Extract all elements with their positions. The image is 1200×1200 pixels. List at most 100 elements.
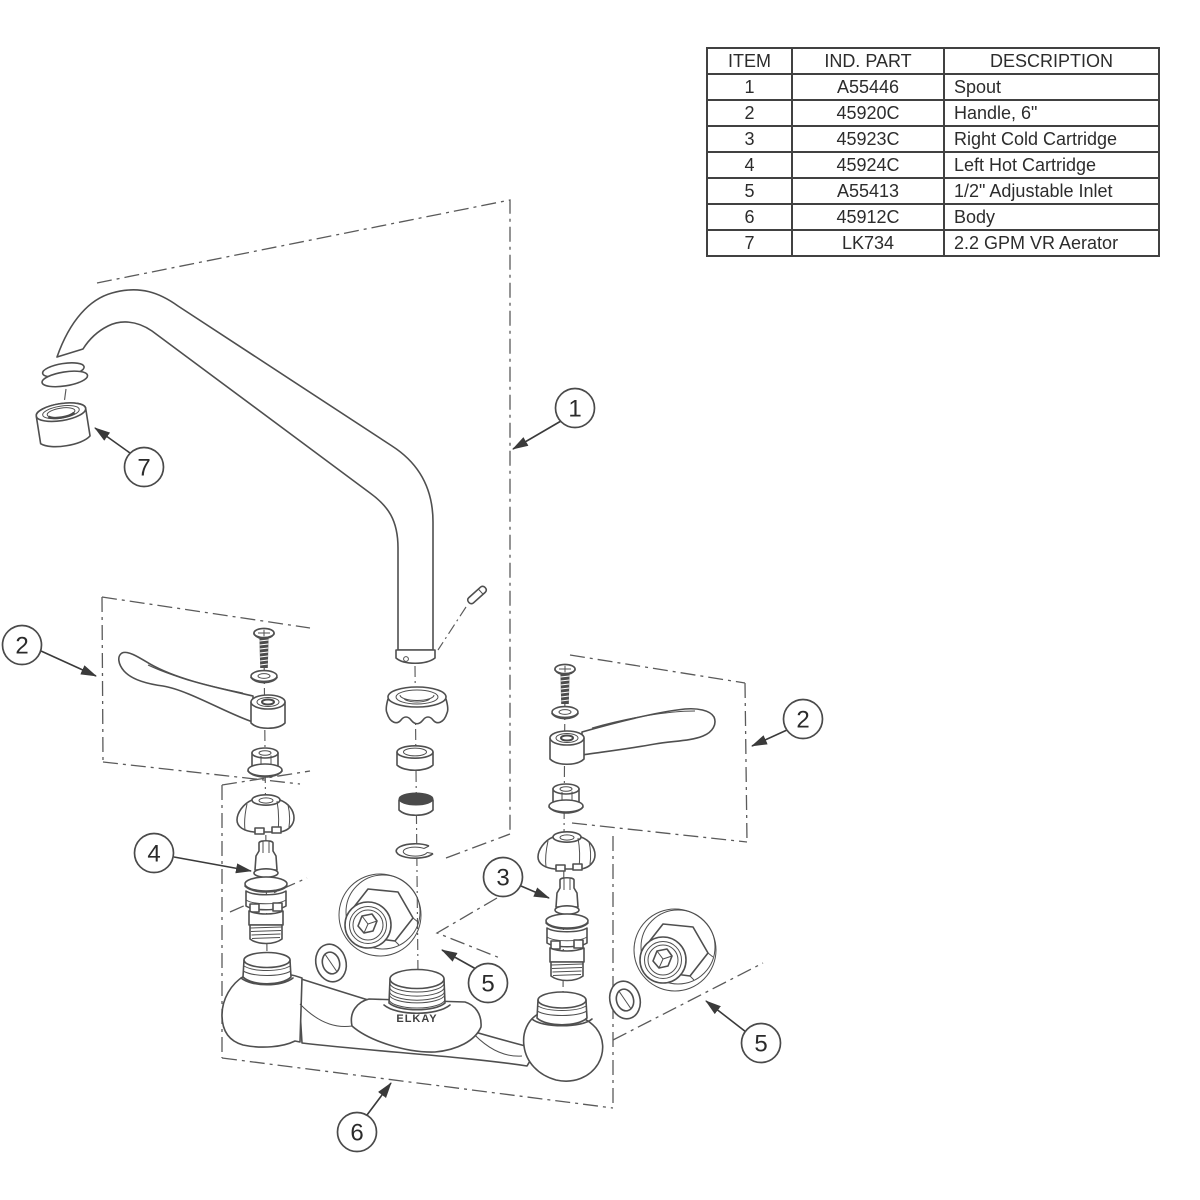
group-boundaries: [96, 199, 764, 1109]
spout-end-flange: [41, 362, 89, 388]
spout-collar-set-screw-hole: [403, 656, 409, 662]
right-adjustable-inlet: [633, 908, 717, 992]
leader-line-5-center: [441, 949, 477, 970]
right-inlet-washer: [604, 976, 646, 1024]
svg-text:2: 2: [15, 633, 28, 660]
spout-seal-ring: [398, 792, 434, 817]
faucet-body: ELKAY: [221, 951, 604, 1082]
item-cell: 7: [706, 229, 793, 257]
description-cell: Right Cold Cartridge: [943, 125, 1160, 153]
callout-badge-5: 5: [740, 1022, 782, 1064]
left-handle-group: [118, 627, 286, 778]
item-cell: 5: [706, 177, 793, 205]
part-number-cell: A55413: [791, 177, 945, 205]
part-number-cell: LK734: [791, 229, 945, 257]
boss-shield: [350, 998, 482, 1053]
left-bonnet: [236, 793, 295, 835]
column-header: IND. PART: [791, 47, 945, 75]
brand-label: ELKAY: [396, 1013, 437, 1025]
spout-set-screw: [466, 585, 488, 605]
svg-text:1: 1: [568, 396, 581, 423]
right-handle-accent-line: [591, 710, 696, 729]
callout-badge-4: 4: [133, 832, 175, 874]
left-handle-group-boundary: [101, 596, 311, 785]
right-handle-screw: [554, 663, 576, 705]
spout-collar: [395, 649, 436, 665]
aerator: [35, 402, 91, 448]
center-adjustable-inlet: [338, 873, 422, 957]
body-left-inlet-collar: [240, 951, 294, 986]
callout-leaders: [40, 420, 788, 1116]
item-cell: 4: [706, 151, 793, 179]
body-group-boundary: [221, 770, 614, 1109]
leader-line-7: [94, 427, 131, 454]
left-handle-accent-line: [147, 664, 244, 694]
left-hot-cartridge: [244, 839, 288, 945]
left-handle-hub-top: [250, 694, 286, 710]
item-cell: 3: [706, 125, 793, 153]
callout-badge-5: 5: [467, 962, 509, 1004]
svg-text:4: 4: [147, 841, 160, 868]
body-left-wing-curve: [299, 1003, 353, 1028]
description-cell: Handle, 6": [943, 99, 1160, 127]
description-cell: 2.2 GPM VR Aerator: [943, 229, 1160, 257]
right-handle-group: [548, 663, 716, 814]
svg-text:3: 3: [496, 865, 509, 892]
left-handle-blade: [118, 651, 254, 723]
leader-line-2-right: [751, 729, 788, 747]
center-inlet-washer: [310, 939, 352, 987]
right-inlet-boundary: [612, 962, 764, 1041]
aerator-centerline: [63, 388, 67, 405]
callout-badge-2: 2: [1, 624, 43, 666]
callout-badge-1: 1: [554, 387, 596, 429]
leader-line-6: [366, 1082, 392, 1116]
part-number-cell: 45923C: [791, 125, 945, 153]
part-number-cell: A55446: [791, 73, 945, 101]
spout-snap-ring: [395, 842, 434, 859]
left-handle: [118, 651, 286, 730]
right-handle-group-boundary: [569, 654, 748, 843]
leader-line-4: [173, 856, 252, 874]
right-handle-nut: [548, 783, 584, 814]
spout-mount-stack: [385, 686, 449, 859]
leader-line-3: [520, 885, 550, 899]
body-top-edge-fragment: [445, 833, 511, 859]
body-center-boss: ELKAY: [350, 968, 482, 1053]
part-number-cell: 45924C: [791, 151, 945, 179]
column-header: ITEM: [706, 47, 793, 75]
description-cell: Body: [943, 203, 1160, 231]
svg-text:2: 2: [796, 707, 809, 734]
svg-text:5: 5: [754, 1031, 767, 1058]
leader-line-5-right: [705, 1000, 747, 1033]
callout-badges: 1 2 2 3 4 5 5 6 7: [1, 387, 824, 1153]
set-screw-centerline: [437, 606, 467, 651]
right-handle-blade: [581, 707, 716, 756]
boss-outlet-top: [389, 968, 445, 990]
right-cold-cartridge: [545, 876, 589, 982]
leader-line-2-left: [40, 650, 97, 677]
spout-group-boundary: [96, 199, 511, 834]
spout: [41, 289, 488, 665]
body-right-inlet-collar: [531, 991, 593, 1027]
item-cell: 2: [706, 99, 793, 127]
description-cell: Spout: [943, 73, 1160, 101]
spout-coupling-nut: [385, 686, 449, 725]
left-handle-nut: [247, 747, 283, 778]
callout-badge-2: 2: [782, 698, 824, 740]
callout-badge-7: 7: [123, 446, 165, 488]
leader-line-1: [512, 420, 562, 450]
center-inlet-boundary: [435, 897, 501, 959]
callout-badge-6: 6: [336, 1111, 378, 1153]
part-number-cell: 45912C: [791, 203, 945, 231]
column-header: DESCRIPTION: [943, 47, 1160, 75]
item-cell: 1: [706, 73, 793, 101]
